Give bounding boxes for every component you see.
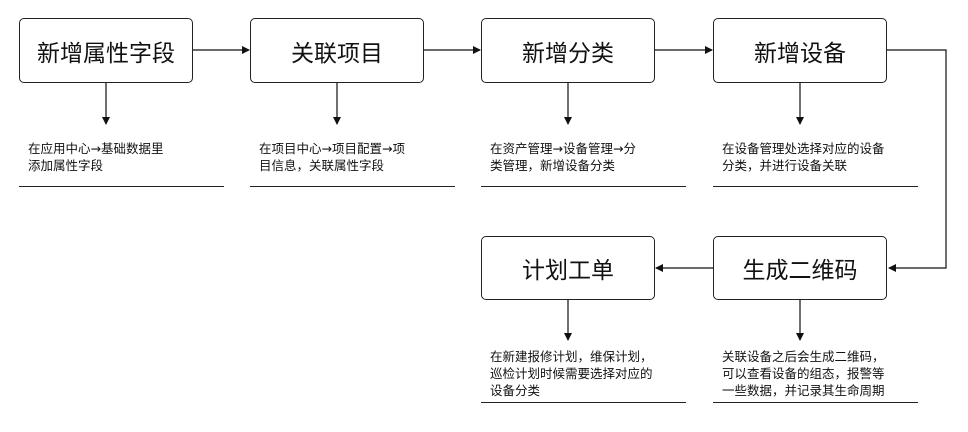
note-line-text: 类管理，新增设备分类 — [490, 158, 616, 173]
note-line-text: 添加属性字段 — [28, 158, 104, 173]
step-note-add-category: 在资产管理→设备管理→分 类管理，新增设备分类 — [490, 140, 636, 174]
step-note-plan-work-order: 在新建报修计划，维保计划， 巡检计划时候需要选择对应的 设备分类 — [490, 348, 653, 399]
step-box-generate-qr-code: 生成二维码 — [713, 236, 887, 300]
note-line-text: 在应用中心→基础数据里 — [28, 141, 164, 156]
note-line-text: 巡检计划时候需要选择对应的 — [490, 366, 653, 381]
note-underline — [713, 402, 918, 403]
note-line-text: 在项目中心→项目配置→项 — [259, 141, 405, 156]
note-line-text: 目信息，关联属性字段 — [259, 158, 385, 173]
note-underline — [481, 186, 686, 187]
step-box-plan-work-order: 计划工单 — [481, 236, 655, 300]
arrow-step4-to-step5 — [887, 49, 947, 272]
note-line-text: 在新建报修计划，维保计划， — [490, 349, 653, 364]
note-line-text: 在设备管理处选择对应的设备 — [722, 141, 885, 156]
step-note-add-device: 在设备管理处选择对应的设备 分类，并进行设备关联 — [722, 140, 885, 174]
step-note-link-project: 在项目中心→项目配置→项 目信息，关联属性字段 — [259, 140, 405, 174]
step-note-add-attribute-field: 在应用中心→基础数据里 添加属性字段 — [28, 140, 163, 174]
step-note-generate-qr-code: 关联设备之后会生成二维码， 可以查看设备的组态，报警等 一些数据，并记录其生命周… — [722, 348, 885, 399]
step-box-link-project: 关联项目 — [250, 18, 424, 83]
note-underline — [713, 186, 918, 187]
step-box-add-category: 新增分类 — [481, 18, 655, 83]
note-line-text: 可以查看设备的组态，报警等 — [722, 366, 885, 381]
note-line-text: 关联设备之后会生成二维码， — [722, 349, 885, 364]
note-line-text: 设备分类 — [490, 383, 541, 398]
note-line-text: 分类，并进行设备关联 — [722, 158, 848, 173]
note-line-text: 在资产管理→设备管理→分 — [490, 141, 636, 156]
note-underline — [481, 402, 686, 403]
note-underline — [250, 186, 455, 187]
note-underline — [19, 186, 224, 187]
step-box-add-device: 新增设备 — [713, 18, 887, 83]
note-line-text: 一些数据，并记录其生命周期 — [722, 383, 885, 398]
step-box-add-attribute-field: 新增属性字段 — [19, 18, 193, 83]
